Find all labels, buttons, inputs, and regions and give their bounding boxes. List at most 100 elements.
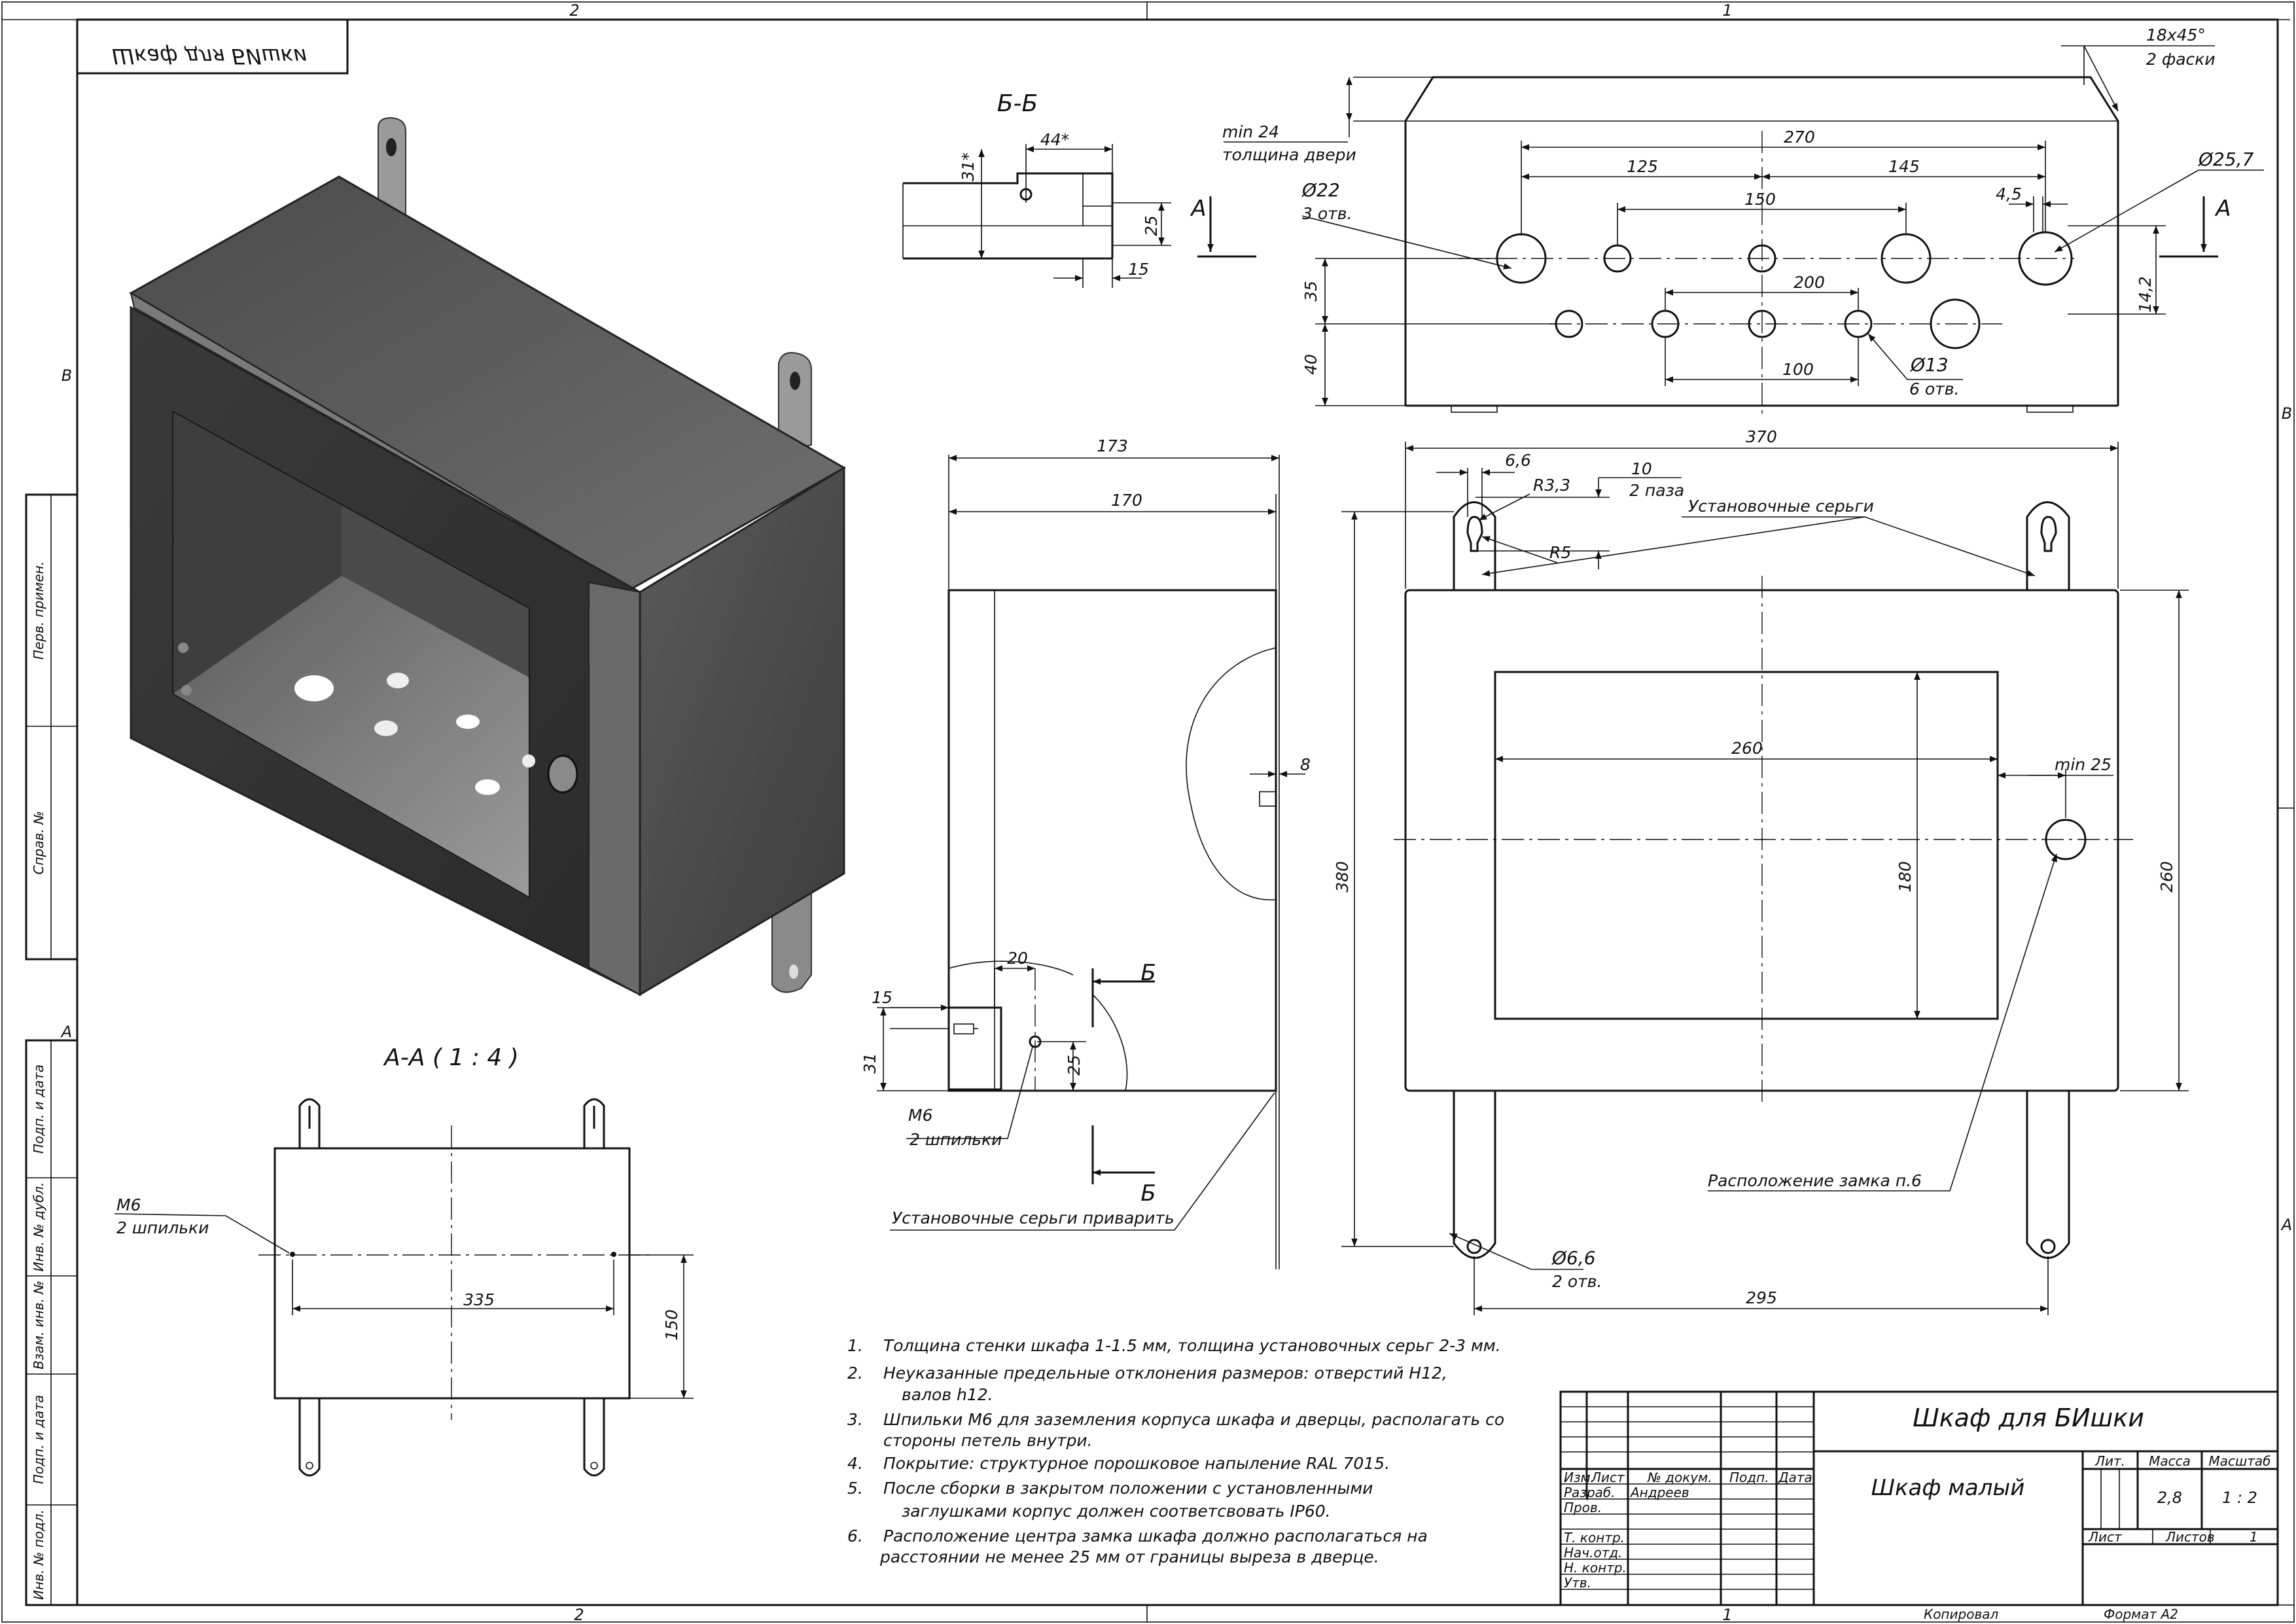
top-phi-13: Ø13 — [1910, 354, 1949, 376]
note-3-line-2: стороны петель внутри. — [883, 1431, 1093, 1450]
strip-sprav-no: Справ. № — [31, 811, 46, 874]
note-1-num: 1. — [847, 1336, 863, 1355]
top-door-thickness: толщина двери — [1222, 145, 1356, 164]
note-3-num: 3. — [847, 1410, 863, 1429]
side-studs-label: 2 шпильки — [910, 1130, 1002, 1149]
section-bb-view — [902, 144, 1171, 288]
side-view — [877, 455, 1305, 1269]
front-view — [1341, 442, 2189, 1315]
top-holes-3: 3 отв. — [1302, 204, 1352, 223]
section-aa-title: А-А ( 1 : 4 ) — [383, 1044, 519, 1071]
front-ears-label: Установочные серьги — [1688, 497, 1874, 516]
front-holes-2: 2 отв. — [1552, 1272, 1602, 1291]
front-min25: min 25 — [2055, 755, 2111, 774]
front-r3-3: R3,3 — [1533, 476, 1570, 495]
tb-listov-label: Листов — [2165, 1529, 2215, 1545]
side-dim-170: 170 — [1111, 491, 1142, 510]
top-phi-25-7: Ø25,7 — [2198, 149, 2254, 170]
cut-b-bottom-label: Б — [1140, 1180, 1156, 1207]
front-dim-260-h: 260 — [2157, 861, 2176, 892]
note-5-num: 5. — [847, 1479, 863, 1498]
zone-top-left: 2 — [569, 1, 579, 20]
side-dim-173: 173 — [1097, 436, 1128, 455]
tb-list-label: Лист — [2088, 1529, 2123, 1545]
tb-razrab: Разраб. — [1564, 1485, 1616, 1500]
tb-izm: Изм. — [1564, 1470, 1595, 1485]
front-dim-180: 180 — [1896, 861, 1915, 892]
front-dim-260-w: 260 — [1731, 739, 1763, 758]
top-dim-14-2: 14,2 — [2136, 276, 2155, 313]
note-6-line-1: Расположение центра замка шкафа должно р… — [883, 1527, 1428, 1545]
note-4-line-1: Покрытие: структурное порошковое напылен… — [883, 1454, 1390, 1473]
top-dim-125: 125 — [1627, 157, 1658, 176]
mirrored-title-box — [76, 18, 349, 75]
strip-perv-primen: Перв. примен. — [31, 561, 46, 660]
tb-massa: Масса — [2149, 1453, 2191, 1469]
bb-dim-25: 25 — [1142, 215, 1161, 236]
note-6-num: 6. — [847, 1527, 863, 1545]
tb-lit: Лит. — [2094, 1453, 2125, 1469]
aa-studs-label: 2 шпильки — [116, 1218, 209, 1237]
bb-dim-44: 44* — [1040, 130, 1069, 149]
tb-mass-value: 2,8 — [2157, 1489, 2182, 1507]
top-dim-200: 200 — [1793, 273, 1825, 292]
tb-prov: Пров. — [1564, 1500, 1602, 1515]
side-dim-8: 8 — [1300, 755, 1311, 774]
top-dim-4-5: 4,5 — [1996, 185, 2022, 203]
zone-bottom-left: 2 — [574, 1606, 584, 1624]
strip-vzam-inv: Взам. инв. № — [31, 1280, 46, 1369]
front-r5: R5 — [1549, 543, 1571, 562]
zone-top-right: 1 — [1722, 1, 1732, 20]
note-6-line-2: расстоянии не менее 25 мм от границы выр… — [879, 1547, 1379, 1566]
strip-podp-data-1: Подп. и дата — [31, 1065, 46, 1154]
tb-scale-value: 1 : 2 — [2222, 1489, 2257, 1507]
front-slots: 2 паза — [1629, 481, 1684, 500]
tb-listov-value: 1 — [2250, 1529, 2258, 1545]
zone-left-b: B — [62, 366, 72, 385]
side-dim-15: 15 — [872, 988, 892, 1007]
notes-block: 1. Толщина стенки шкафа 1-1.5 мм, толщин… — [847, 1336, 1504, 1566]
top-dim-145: 145 — [1888, 157, 1920, 176]
bb-dim-31: 31* — [959, 152, 978, 181]
mirrored-title: Шкаф для БИшки — [112, 44, 307, 69]
top-chamfer-count: 2 фаски — [2146, 50, 2216, 69]
top-dim-40: 40 — [1301, 354, 1320, 375]
tb-razrab-name: Андреев — [1629, 1485, 1689, 1500]
note-3-line-1: Шпильки М6 для заземления корпуса шкафа … — [883, 1410, 1504, 1429]
bb-dim-15: 15 — [1128, 260, 1149, 279]
top-dim-270: 270 — [1784, 128, 1815, 147]
strip-inv-dubl: Инв. № дубл. — [31, 1182, 46, 1272]
isometric-render — [128, 116, 847, 997]
strip-inv-podl: Инв. № подл. — [31, 1509, 46, 1600]
side-m6-label: М6 — [908, 1106, 932, 1125]
top-dim-35: 35 — [1301, 281, 1320, 302]
tb-masshtab: Масштаб — [2208, 1453, 2270, 1469]
note-2-line-2: валов h12. — [902, 1385, 993, 1404]
front-dim-370: 370 — [1746, 427, 1777, 446]
side-strip — [25, 493, 79, 1606]
tb-drawing-title: Шкаф для БИшки — [1913, 1403, 2144, 1432]
note-1-line-1: Толщина стенки шкафа 1-1.5 мм, толщина у… — [883, 1336, 1501, 1355]
tb-nachotd: Нач.отд. — [1564, 1545, 1623, 1561]
tb-part-name: Шкаф малый — [1871, 1475, 2025, 1501]
top-view — [1197, 45, 2264, 419]
section-bb-title: Б-Б — [997, 90, 1038, 117]
note-5-line-1: После сборки в закрытом положении с уста… — [883, 1479, 1373, 1498]
side-dim-31: 31 — [860, 1053, 879, 1074]
zone-bottom-right: 1 — [1722, 1606, 1732, 1624]
tb-data: Дата — [1778, 1470, 1812, 1485]
front-dim-295: 295 — [1746, 1288, 1777, 1307]
title-block — [1559, 1390, 2279, 1606]
top-dim-100: 100 — [1782, 360, 1814, 379]
aa-m6-label: М6 — [116, 1195, 141, 1214]
tb-podp: Подп. — [1729, 1470, 1769, 1485]
aa-dim-150: 150 — [662, 1309, 681, 1341]
top-chamfer: 18x45° — [2146, 26, 2206, 44]
side-dim-25: 25 — [1065, 1055, 1084, 1076]
tb-format: Формат А2 — [2104, 1606, 2178, 1622]
note-2-num: 2. — [847, 1364, 863, 1383]
top-min24: min 24 — [1222, 122, 1279, 141]
tb-list: Лист — [1591, 1470, 1625, 1485]
note-5-line-2: заглушками корпус должен соответсвовать … — [902, 1502, 1331, 1521]
